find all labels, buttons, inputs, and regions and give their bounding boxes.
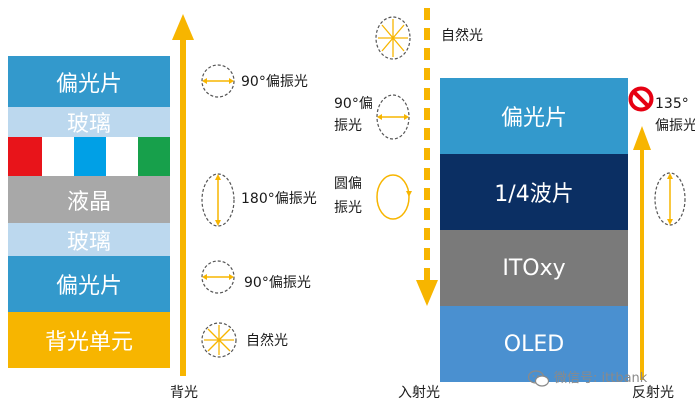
oled-itoxy: ITOxy <box>440 230 628 306</box>
cyan-subpixel <box>74 137 106 176</box>
pol135-label-line1: 135° <box>655 96 689 112</box>
layer-label: 玻璃 <box>66 112 111 137</box>
layer-label: 偏光片 <box>500 106 567 131</box>
reflected-light-label: 反射光 <box>632 385 674 401</box>
red-subpixel <box>8 137 42 176</box>
backlight-arrow <box>172 14 194 376</box>
pol135-label-line2: 偏振光 <box>655 118 695 134</box>
backlight-axis-label: 背光 <box>170 385 198 401</box>
white-gap <box>106 137 138 176</box>
natural-light-icon <box>375 16 411 60</box>
lcd-glass-top: 玻璃 <box>8 107 170 137</box>
incident-natural-label: 自然光 <box>441 28 483 44</box>
pol90-top-label: 90°偏振光 <box>241 74 308 90</box>
circular-polarization-icon <box>376 174 412 220</box>
layer-label: 背光单元 <box>44 330 133 355</box>
layer-label: 液晶 <box>66 189 111 215</box>
layer-label: OLED <box>503 331 565 357</box>
reflected-light-arrow <box>633 126 651 380</box>
oled-polarizer: 偏光片 <box>440 78 628 154</box>
horizontal-polarization-icon <box>376 94 410 140</box>
pol90-label-line1: 90°偏 <box>334 96 373 112</box>
oled-emitter: OLED <box>440 306 628 382</box>
pol180-label: 180°偏振光 <box>241 191 317 207</box>
natural-light-icon <box>201 322 237 358</box>
lcd-polarizer-top: 偏光片 <box>8 56 170 107</box>
prohibit-icon <box>628 86 654 112</box>
lcd-color-filter <box>8 137 170 176</box>
horizontal-polarization-icon <box>201 260 235 294</box>
layer-label: 偏光片 <box>55 274 122 299</box>
incident-light-arrow <box>416 8 438 306</box>
incident-light-label: 入射光 <box>398 385 440 401</box>
green-subpixel <box>138 137 170 176</box>
watermark-text: 微信号: ittbank <box>554 371 648 386</box>
pol90-label-line2: 振光 <box>334 118 362 134</box>
layer-label: ITOxy <box>502 255 566 281</box>
white-gap <box>42 137 74 176</box>
vertical-polarization-icon <box>201 173 235 227</box>
natural-light-label: 自然光 <box>246 333 288 349</box>
layer-label: 偏光片 <box>55 71 122 97</box>
horizontal-polarization-icon <box>201 64 235 98</box>
layer-label: 1/4波片 <box>494 182 574 207</box>
lcd-backlight-unit: 背光单元 <box>8 312 170 368</box>
lcd-liquid-crystal: 液晶 <box>8 176 170 223</box>
circular-label-line1: 圆偏 <box>334 176 362 192</box>
oled-quarter-wave-plate: 1/4波片 <box>440 154 628 230</box>
lcd-polarizer-bottom: 偏光片 <box>8 256 170 312</box>
layer-label: 玻璃 <box>66 229 111 255</box>
circular-label-line2: 振光 <box>334 200 362 216</box>
lcd-glass-bottom: 玻璃 <box>8 223 170 256</box>
vertical-polarization-icon <box>654 172 686 226</box>
pol90-bottom-label: 90°偏振光 <box>244 275 311 291</box>
wechat-icon <box>527 370 550 387</box>
